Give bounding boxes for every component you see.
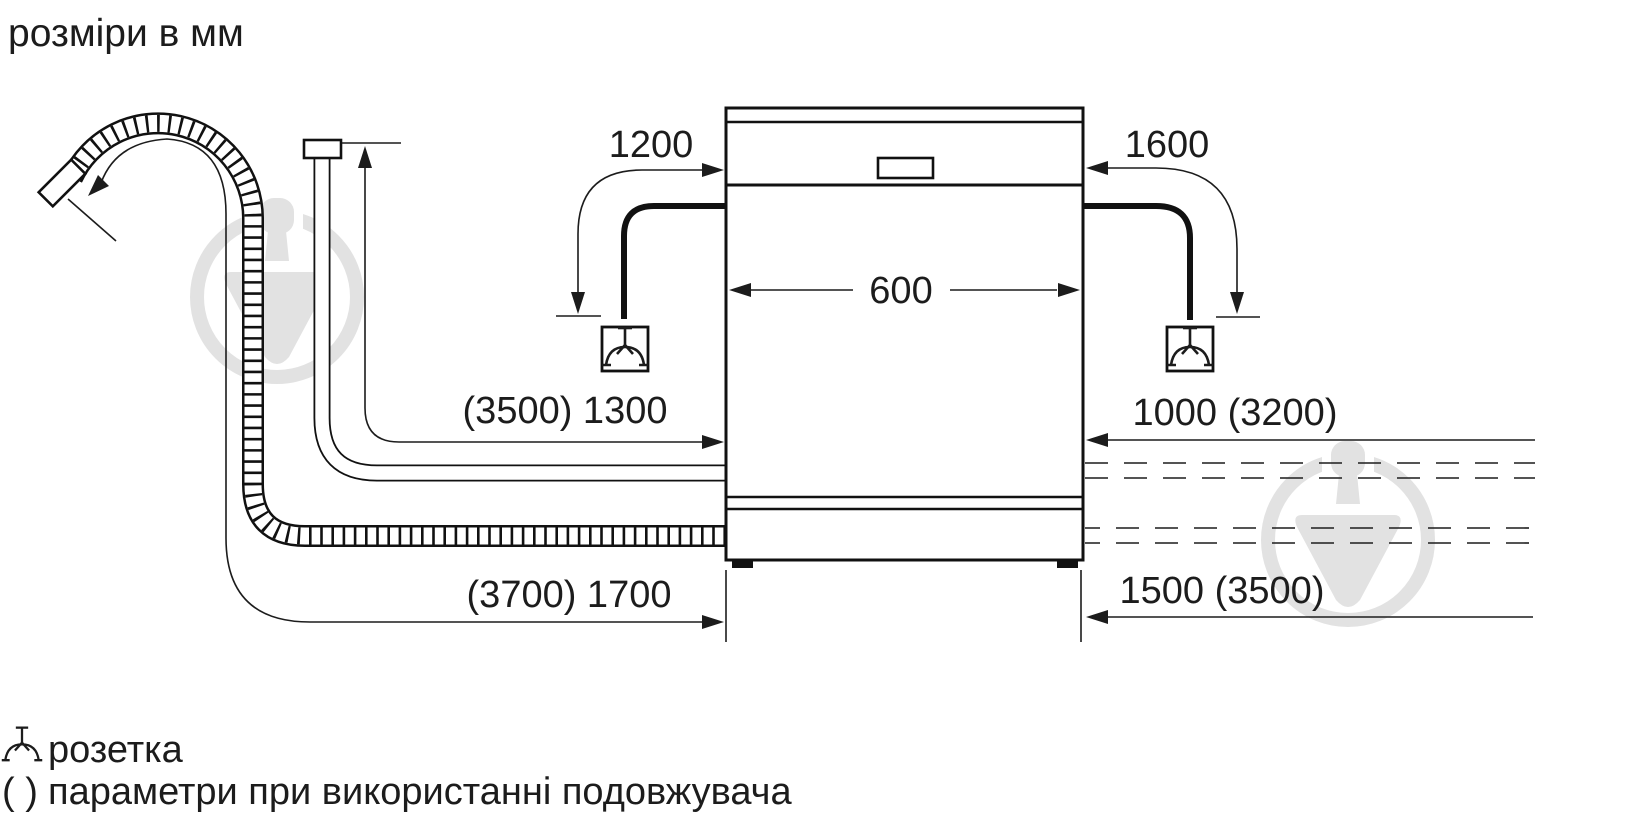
drain-outlet-line	[67, 198, 117, 242]
dim-label-drain-right: 1500 (3500)	[1120, 570, 1325, 612]
arrowhead-down-icon	[571, 292, 585, 314]
arrowhead-right-icon	[1058, 283, 1080, 297]
socket-icon-left	[600, 325, 650, 373]
legend-extension-symbol: ( )	[2, 771, 38, 813]
arrowhead-right-icon	[702, 435, 724, 449]
drain-hose-end-cap	[36, 157, 88, 209]
legend: розетка ( ) параметри при використанні п…	[0, 726, 792, 813]
dim-label-supply-right: 1000 (3200)	[1133, 392, 1338, 434]
arrowhead-down-icon	[1230, 292, 1244, 314]
socket-legend-icon	[0, 726, 44, 762]
dimension-drain-right	[1080, 570, 1533, 642]
foot-left	[732, 559, 753, 568]
arrowhead-left-icon	[1086, 610, 1108, 624]
foot-right	[1057, 559, 1078, 568]
dimension-drain-left	[88, 138, 727, 642]
arrowhead-up-icon	[358, 146, 372, 168]
tap-connector-cap	[302, 138, 343, 160]
power-cable-right	[1083, 203, 1193, 320]
dim-label-supply-left: (3500) 1300	[463, 390, 668, 432]
dim-label-cord-right: 1600	[1125, 124, 1210, 166]
legend-extension-label: параметри при використанні подовжувача	[48, 771, 792, 813]
door-handle	[876, 156, 935, 180]
dimension-cord-left	[556, 163, 724, 317]
socket-icon-right	[1165, 325, 1215, 373]
dim-label-cord-left: 1200	[609, 124, 694, 166]
legend-socket-label: розетка	[48, 729, 184, 771]
arrowhead-down-left-icon	[88, 175, 109, 196]
arrowhead-left-icon	[1086, 433, 1108, 447]
arrowhead-left-icon	[729, 283, 751, 297]
hose-continuation-dashes	[1085, 462, 1535, 544]
dim-label-drain-left: (3700) 1700	[467, 574, 672, 616]
arrowhead-right-icon	[702, 163, 724, 177]
dimension-width	[729, 283, 1080, 297]
supply-hose	[302, 138, 726, 482]
dishwasher-body	[724, 106, 1085, 568]
arrowhead-left-icon	[1086, 161, 1108, 175]
dimension-supply-right	[1086, 433, 1535, 447]
dimension-cord-right	[1086, 161, 1260, 318]
arrowhead-right-icon	[702, 615, 724, 629]
dim-label-width: 600	[869, 270, 932, 312]
dimension-supply-left	[358, 146, 724, 449]
page-title: розміри в мм	[8, 12, 244, 55]
drain-hose	[36, 112, 726, 547]
power-cable-left	[621, 203, 726, 319]
